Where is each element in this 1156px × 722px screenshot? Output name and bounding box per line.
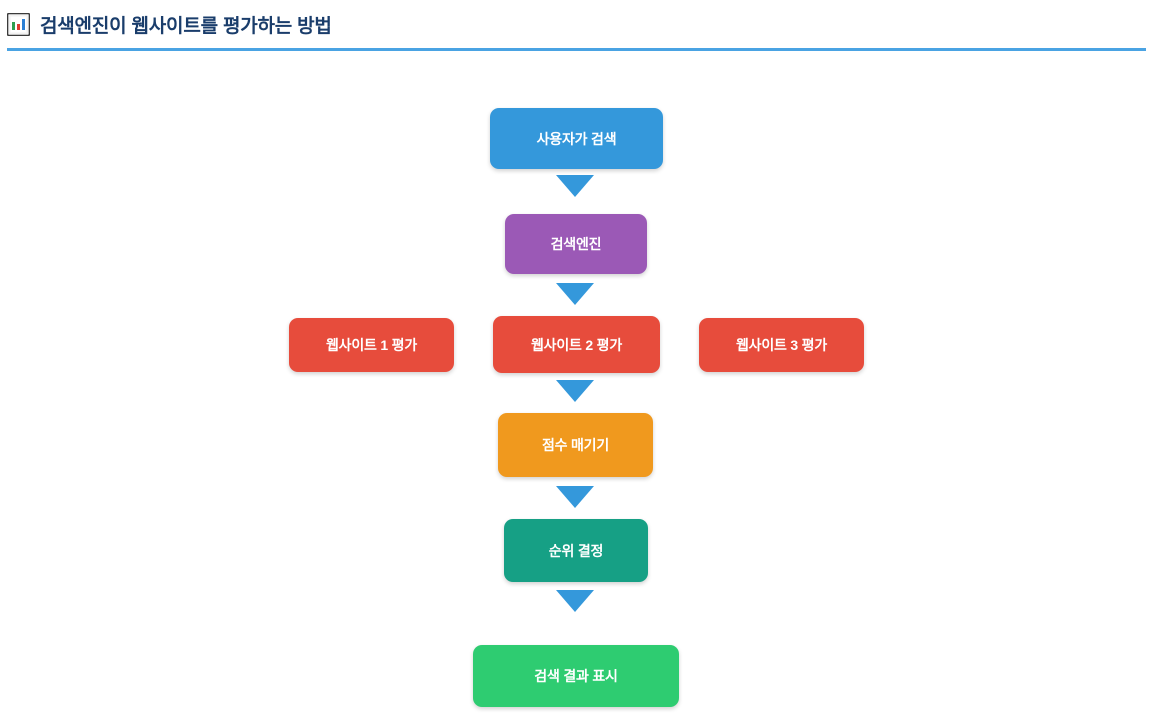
flow-arrow-down-1: [556, 175, 594, 197]
flow-node-evaluate-site-3[interactable]: 웹사이트 3 평가: [699, 318, 864, 372]
flow-arrow-down-3: [556, 380, 594, 402]
page-header: 검색엔진이 웹사이트를 평가하는 방법: [0, 0, 1156, 52]
flow-node-ranking[interactable]: 순위 결정: [504, 519, 648, 582]
flow-node-search-engine[interactable]: 검색엔진: [505, 214, 647, 274]
header-divider: [7, 48, 1146, 51]
flow-node-scoring[interactable]: 점수 매기기: [498, 413, 653, 477]
flow-arrow-down-5: [556, 590, 594, 612]
flow-node-user-search[interactable]: 사용자가 검색: [490, 108, 663, 169]
page-title: 검색엔진이 웹사이트를 평가하는 방법: [40, 16, 332, 37]
flow-arrow-down-2: [556, 283, 594, 305]
bar-chart-icon: [7, 13, 30, 36]
flow-node-evaluate-site-2[interactable]: 웹사이트 2 평가: [493, 316, 660, 373]
header-title-row: 검색엔진이 웹사이트를 평가하는 방법: [7, 11, 332, 38]
flowchart: 사용자가 검색 검색엔진 웹사이트 1 평가 웹사이트 2 평가 웹사이트 3 …: [0, 52, 1156, 722]
flow-node-evaluate-site-1[interactable]: 웹사이트 1 평가: [289, 318, 454, 372]
flow-node-show-results[interactable]: 검색 결과 표시: [473, 645, 679, 707]
flow-arrow-down-4: [556, 486, 594, 508]
